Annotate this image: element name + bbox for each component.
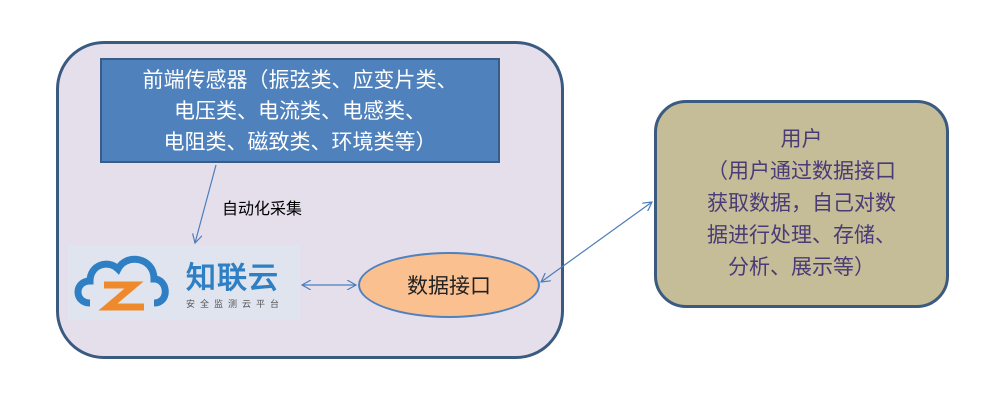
cloud-logo-icon xyxy=(74,255,169,311)
user-box: 用户 （用户通过数据接口 获取数据，自己对数 据进行处理、存储、 分析、展示等） xyxy=(654,100,949,308)
logo-subtitle: 安全监测云平台 xyxy=(186,300,285,310)
user-line: （用户通过数据接口 xyxy=(707,159,896,183)
data-interface-node: 数据接口 xyxy=(358,252,540,318)
user-line: 据进行处理、存储、 xyxy=(707,223,896,247)
sensor-line: 电压类、电流类、电感类、 xyxy=(174,99,426,123)
interface-user-arrow xyxy=(541,202,652,282)
logo-name: 知联云 xyxy=(186,261,279,296)
collect-arrow xyxy=(195,164,217,243)
sensor-line: 电阻类、磁致类、环境类等） xyxy=(163,130,437,154)
collect-label: 自动化采集 xyxy=(222,199,303,218)
user-line: 获取数据，自己对数 xyxy=(707,191,896,215)
data-interface-label: 数据接口 xyxy=(407,274,491,298)
sensor-box: 前端传感器（振弦类、应变片类、 电压类、电流类、电感类、 电阻类、磁致类、环境类… xyxy=(100,58,500,163)
logo: 知联云 安全监测云平台 xyxy=(68,245,300,320)
user-title: 用户 xyxy=(780,127,823,151)
sensor-line: 前端传感器（振弦类、应变片类、 xyxy=(142,68,458,92)
user-line: 分析、展示等） xyxy=(728,255,875,279)
